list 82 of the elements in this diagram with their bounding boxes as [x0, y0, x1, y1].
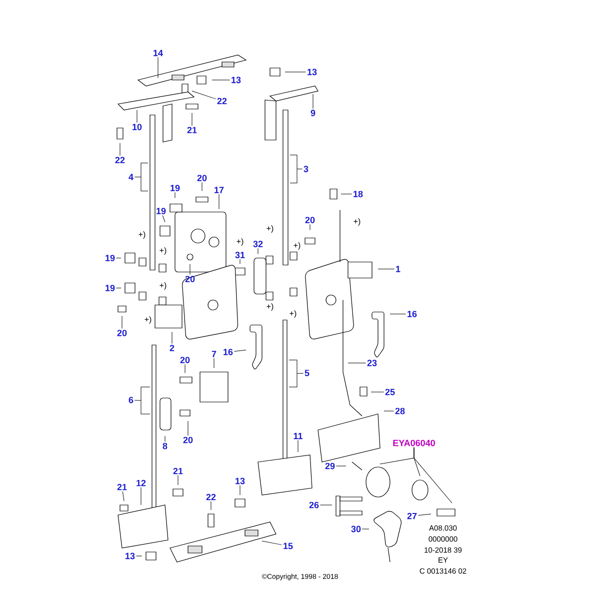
callout-number: 17 — [214, 186, 224, 194]
note-mark: +) — [236, 238, 244, 246]
callout-number: 2 — [170, 344, 174, 352]
callout-number: 16 — [224, 348, 233, 356]
callout-number: 23 — [367, 360, 377, 366]
leader-line — [290, 154, 303, 184]
callout-number: 13 — [232, 76, 241, 84]
callout-number: 22 — [115, 156, 125, 164]
callout-number: 31 — [235, 252, 245, 258]
callout-number: 20 — [117, 330, 127, 336]
leader-line — [378, 268, 395, 270]
callout-number: 8 — [162, 442, 168, 450]
leader-line — [192, 90, 216, 100]
callout-number: 19 — [170, 184, 180, 192]
leader-line — [140, 487, 142, 506]
callout-number: 22 — [206, 494, 216, 500]
callout-number: 13 — [236, 478, 245, 484]
callout-number: 22 — [217, 98, 227, 104]
callout-number: 19 — [156, 208, 166, 214]
callout-number: 19 — [106, 284, 115, 292]
callout-number: 6 — [128, 396, 134, 404]
note-mark: +) — [160, 282, 166, 290]
callout-number: 1 — [396, 266, 400, 272]
callout-number: 9 — [310, 110, 316, 116]
leader-line — [174, 192, 176, 198]
leader-line — [136, 110, 138, 123]
leader-line — [262, 540, 282, 546]
leader-line — [418, 514, 432, 516]
note-mark: +) — [144, 316, 152, 324]
leader-line — [162, 215, 166, 222]
leader-line — [218, 194, 220, 210]
leader-line — [210, 501, 212, 510]
leader-line — [184, 364, 186, 374]
callout-number: 11 — [294, 432, 302, 440]
callout-number: 20 — [183, 436, 193, 444]
callout-number: 16 — [408, 310, 417, 318]
callout-number: 28 — [395, 408, 405, 414]
leader-line — [414, 447, 452, 504]
callout-number: 18 — [354, 190, 363, 198]
callout-number: 4 — [128, 174, 134, 180]
leader-line — [134, 386, 150, 414]
note-mark: +) — [266, 303, 274, 311]
leader-line — [164, 436, 166, 442]
callout-number: 20 — [185, 276, 195, 282]
leader-line — [362, 528, 370, 530]
callout-number: 20 — [197, 174, 207, 182]
note-mark: +) — [290, 310, 296, 318]
callout-number: 12 — [136, 480, 146, 486]
leader-line — [234, 350, 246, 352]
callout-number: 21 — [187, 126, 197, 134]
callout-number: 13 — [126, 552, 135, 560]
callout-number: 7 — [212, 350, 216, 358]
callout-number: 32 — [253, 240, 263, 248]
note-mark: +) — [294, 242, 300, 250]
leader-line — [320, 504, 332, 506]
callout-number: 27 — [407, 512, 417, 520]
note-mark: +) — [160, 247, 166, 255]
callout-number: 29 — [325, 462, 335, 470]
callout-number: 20 — [180, 356, 190, 364]
callout-number: 19 — [106, 254, 115, 262]
callout-number: 13 — [308, 68, 317, 76]
leader-line — [288, 360, 304, 388]
leader-line — [348, 362, 366, 364]
callout-number: 21 — [173, 468, 183, 474]
callout-number: 25 — [385, 388, 395, 396]
callout-number: 20 — [305, 216, 315, 224]
leader-line — [134, 162, 148, 192]
callout-number: 3 — [304, 166, 308, 172]
callout-number: 14 — [154, 50, 163, 56]
callout-number: 15 — [284, 542, 293, 550]
note-mark: +) — [266, 225, 274, 233]
callout-number: EYA06040 — [393, 440, 435, 446]
callout-number: 10 — [132, 124, 142, 130]
leader-line — [312, 94, 314, 109]
note-mark: +) — [138, 231, 146, 239]
note-mark: +) — [354, 218, 360, 226]
callout-number: 5 — [304, 370, 310, 376]
callout-number: 21 — [117, 484, 127, 490]
callout-number: 30 — [351, 526, 361, 532]
callout-number: 26 — [309, 502, 319, 508]
leader-line — [384, 410, 394, 412]
leader-line — [122, 491, 124, 502]
